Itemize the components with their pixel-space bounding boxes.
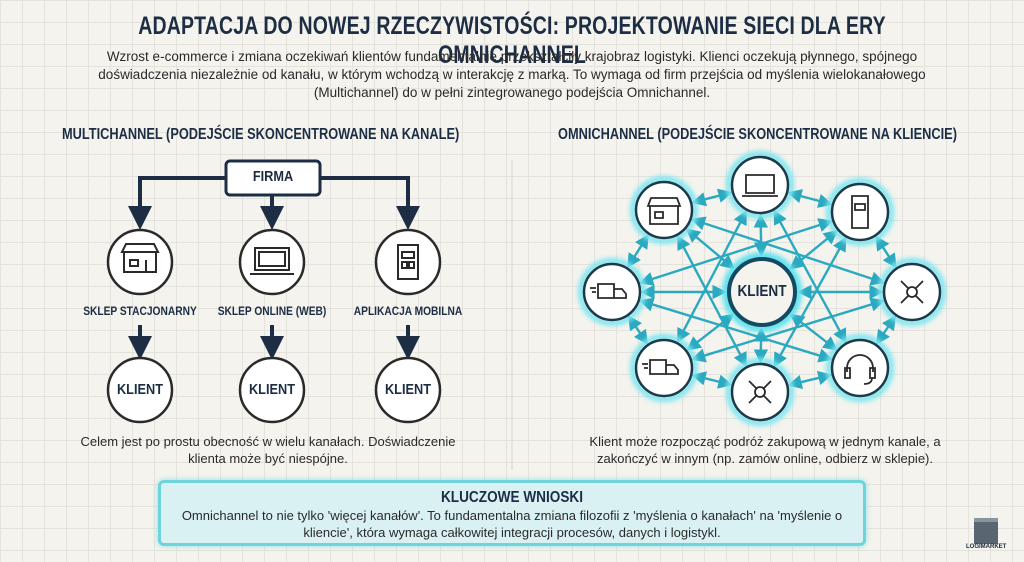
- client-circle: [106, 356, 174, 424]
- channel-label: SKLEP STACJONARNY: [83, 304, 197, 318]
- channel-label: SKLEP ONLINE (WEB): [217, 304, 327, 318]
- page-title: ADAPTACJA DO NOWEJ RZECZYWISTOŚCI: PROJE…: [138, 12, 886, 69]
- intro-text: Wzrost e-commerce i zmiana oczekiwań kli…: [98, 49, 926, 100]
- takeaways-text: Omnichannel to nie tylko 'więcej kanałów…: [181, 508, 843, 540]
- social-network-icon-glyph: [900, 280, 924, 304]
- store-icon-glyph: [646, 197, 682, 225]
- ring-arrow: [787, 189, 833, 208]
- ring-arrow: [875, 315, 897, 345]
- firm-box: [224, 159, 322, 197]
- hub-arrow: [753, 327, 769, 364]
- ring-arrow: [627, 233, 649, 269]
- hub-arrow: [753, 213, 769, 257]
- smartphone-icon-glyph: [851, 195, 869, 229]
- omni-connections: [627, 188, 897, 390]
- omnichannel-heading: OMNICHANNEL (PODEJŚCIE SKONCENTROWANE NA…: [558, 126, 957, 143]
- omnichannel-caption: Klient może rozpocząć podróż zakupową w …: [589, 434, 941, 466]
- logo: LOGIMARKET: [966, 518, 1006, 550]
- social-network-icon: [730, 362, 790, 422]
- hub-arrow: [789, 229, 839, 270]
- smartphone-icon: [830, 182, 890, 242]
- delivery-truck-icon: [634, 338, 694, 398]
- ring-arrow: [787, 370, 833, 390]
- social-network-icon-glyph: [748, 380, 772, 404]
- store-icon: [634, 180, 694, 240]
- multichannel-heading: MULTICHANNEL (PODEJŚCIE SKONCENTROWANE N…: [62, 126, 460, 143]
- key-takeaways-box: KLUCZOWE WNIOSKI Omnichannel to nie tylk…: [158, 480, 866, 546]
- store-icon: [106, 228, 174, 296]
- channel-label: APLIKACJA MOBILNA: [353, 304, 463, 318]
- ring-arrow: [875, 235, 897, 269]
- ring-arrow: [691, 188, 733, 207]
- client-label: KLIENT: [248, 381, 296, 398]
- client-label: KLIENT: [384, 381, 432, 398]
- delivery-truck-icon: [582, 262, 642, 322]
- ring-arrow: [627, 315, 649, 345]
- headset-icon-glyph: [844, 354, 876, 385]
- laptop-icon-glyph: [742, 174, 778, 197]
- client-label: KLIENT: [116, 381, 164, 398]
- headset-icon: [830, 338, 890, 398]
- takeaways-heading: KLUCZOWE WNIOSKI: [440, 489, 584, 506]
- client-circle: [238, 356, 306, 424]
- laptop-icon: [730, 155, 790, 215]
- social-network-icon: [882, 262, 942, 322]
- laptop-icon: [238, 228, 306, 296]
- client-hub: [727, 257, 797, 327]
- client-hub-label: KLIENT: [737, 283, 787, 300]
- client-circle: [374, 356, 442, 424]
- firm-connectors: [128, 176, 420, 360]
- multichannel-caption: Celem jest po prostu obecność w wielu ka…: [80, 434, 456, 466]
- ring-arrow: [691, 371, 733, 389]
- delivery-truck-icon-glyph: [590, 283, 627, 299]
- cross-arrow: [690, 216, 886, 286]
- firm-label: FIRMA: [252, 168, 294, 185]
- delivery-truck-icon-glyph: [642, 359, 679, 375]
